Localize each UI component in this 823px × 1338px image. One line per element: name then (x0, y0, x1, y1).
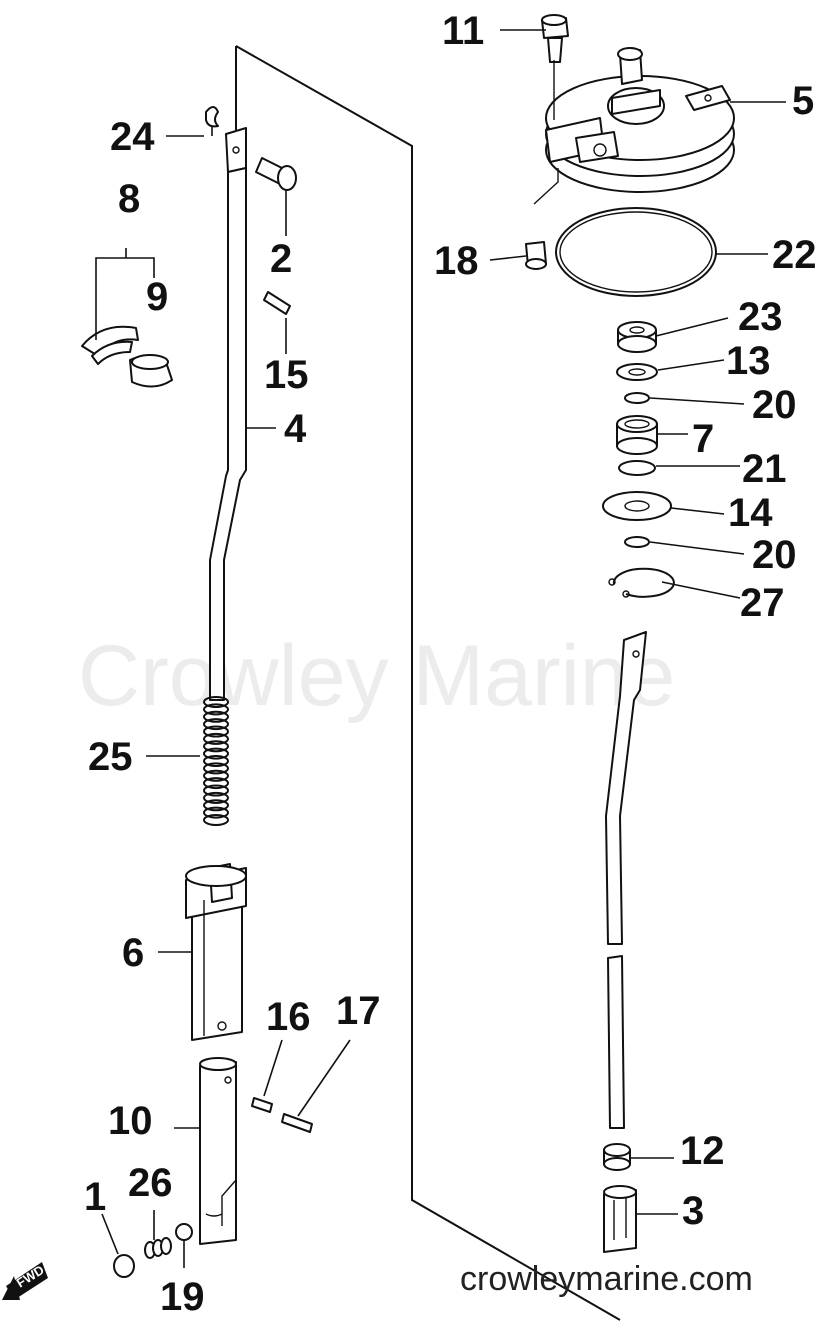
fwd-arrow-icon: FWD (2, 1262, 48, 1300)
callout-23: 23 (738, 295, 783, 339)
callout-20-upper: 20 (752, 383, 797, 427)
spring-coil (203, 806, 229, 819)
spring-coil (203, 703, 229, 716)
leader-lines (95, 29, 786, 1268)
callout-20-lower: 20 (752, 533, 797, 577)
part-13-washer (616, 363, 658, 381)
spring-coil (203, 696, 229, 708)
part-7-seal (616, 415, 658, 455)
part-17-pin (281, 1113, 313, 1133)
part-10-lower-rod (199, 1057, 237, 1245)
callout-26: 26 (128, 1161, 173, 1205)
part-20-ring-lower (624, 536, 650, 548)
spring-coil (203, 755, 229, 767)
callout-7: 7 (692, 417, 714, 461)
website-url: crowleymarine.com (460, 1260, 753, 1298)
callout-2: 2 (270, 237, 292, 281)
spring-coil (203, 784, 229, 797)
callout-16: 16 (266, 995, 311, 1039)
callout-19: 19 (160, 1275, 205, 1319)
part-9-sleeve (129, 354, 173, 388)
part-19-ball (175, 1223, 193, 1241)
spring-coil (203, 769, 229, 782)
part-5-cover (533, 47, 735, 205)
part-1-plug (113, 1254, 135, 1278)
spring-coil (203, 747, 229, 760)
callout-12: 12 (680, 1129, 725, 1173)
spring-coil (203, 814, 229, 826)
part-23-bushing (617, 321, 657, 353)
callout-25: 25 (88, 735, 133, 779)
spring-coil (203, 791, 229, 804)
part-14-washer (602, 491, 672, 521)
callout-21: 21 (742, 447, 787, 491)
part-6-tube (185, 863, 247, 1041)
part-15-pin (263, 291, 291, 315)
spring-coil (203, 762, 229, 775)
callout-24: 24 (110, 115, 155, 159)
part-4-shift-rod (209, 127, 247, 701)
spring-coil (203, 710, 229, 723)
part-16-pin (251, 1097, 273, 1113)
callout-13: 13 (726, 339, 771, 383)
callout-5: 5 (792, 79, 814, 123)
part-11-bolt (541, 14, 569, 63)
part-18-plug (525, 241, 547, 270)
assembly-frame (235, 45, 621, 1321)
part-25-spring (203, 696, 229, 826)
part-22-o-ring (555, 207, 717, 297)
part-26-spring (144, 1237, 172, 1259)
spring-coil (203, 777, 229, 790)
part-2-pin (255, 157, 297, 191)
part-3-coupler (603, 1185, 637, 1253)
callout-17: 17 (336, 989, 381, 1033)
callout-3: 3 (682, 1189, 704, 1233)
callout-11: 11 (442, 9, 484, 53)
part-20-ring-upper (624, 392, 650, 404)
part-27-snap-ring (608, 567, 675, 598)
part-8-clip (81, 325, 139, 365)
callout-9: 9 (146, 275, 168, 319)
spring-coil (203, 718, 229, 731)
part-21-ring (618, 460, 656, 476)
callout-15: 15 (264, 353, 309, 397)
right-shift-rod (605, 631, 647, 1129)
callout-18: 18 (434, 239, 479, 283)
callout-10: 10 (108, 1099, 153, 1143)
spring-coil (203, 799, 229, 812)
callout-numbers: 11 5 24 8 2 9 15 4 18 22 23 13 20 7 21 1… (84, 9, 817, 1319)
callout-4: 4 (284, 407, 307, 451)
spring-coil (203, 725, 229, 738)
watermark-text: Crowley Marine (78, 628, 675, 724)
part-24-clip (205, 106, 219, 128)
spring-coil (203, 740, 229, 753)
callout-1: 1 (84, 1175, 106, 1219)
part-12-bushing (603, 1143, 631, 1171)
callout-22: 22 (772, 233, 817, 277)
callout-27: 27 (740, 581, 785, 625)
spring-coil (203, 732, 229, 745)
callout-6: 6 (122, 931, 144, 975)
callout-8: 8 (118, 177, 140, 221)
callout-14: 14 (728, 491, 773, 535)
